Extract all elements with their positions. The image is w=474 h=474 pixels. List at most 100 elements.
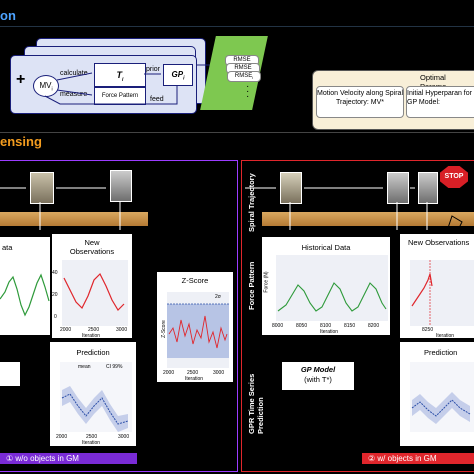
zscore-tick-0: 2000 — [163, 370, 175, 376]
left-new-obs-panel: New Observations 40 20 0 2000 2500 3000 … — [52, 234, 132, 339]
motion-velocity-box: Motion Velocity along Spiral Trajectory:… — [316, 86, 404, 118]
left-historical-plot — [0, 273, 50, 317]
left-historical-panel: ata — [0, 237, 50, 335]
section-header-sensing: ensing — [0, 134, 42, 149]
left-new-obs-tick-0: 2000 — [60, 327, 72, 333]
right-prediction-mean — [411, 399, 471, 417]
rmse-text-1: RMSE — [233, 57, 251, 63]
robot-gripper-right-3 — [418, 172, 438, 204]
zscore-line — [168, 315, 228, 349]
scenario-badge-left: ① w/o objects in GM — [0, 453, 137, 464]
left-prediction-plot — [60, 362, 132, 432]
feed-label: feed — [150, 96, 164, 103]
left-input-box — [0, 362, 20, 386]
section-divider — [0, 132, 474, 133]
left-legend-mean: mean — [78, 364, 91, 370]
right-prediction-ci — [412, 392, 470, 424]
left-pred-tick-0: 2000 — [56, 434, 68, 440]
ti-label: T — [116, 70, 123, 80]
ti-subscript: i — [122, 76, 124, 83]
rmse-subscript: i — [252, 75, 254, 81]
wood-plate-right — [262, 212, 474, 226]
gp-label: GP — [171, 70, 184, 79]
header-divider — [0, 26, 474, 27]
zscore-plot — [167, 292, 229, 368]
zscore-tick-4: 3000 — [213, 370, 225, 376]
zscore-tick-2: 2500 — [187, 370, 199, 376]
right-prediction-title: Prediction — [424, 348, 458, 357]
left-prediction-mean — [61, 393, 129, 425]
right-hist-xlabel: Iteration — [320, 329, 339, 335]
gp-model-box: GP Model (with T*) — [282, 362, 354, 390]
gp-box: GPi — [163, 64, 193, 86]
gp-subscript: i — [183, 75, 185, 82]
mv-label: MV — [39, 81, 52, 90]
right-new-obs-panel: New Observations 8250 Iteration — [400, 234, 474, 339]
stop-sign-icon: STOP — [440, 166, 468, 188]
right-hist-tick-4: 8200 — [368, 323, 380, 329]
wood-plate-left — [0, 212, 148, 226]
arrow-measure — [56, 89, 93, 96]
right-new-obs-plot — [410, 260, 474, 326]
calculate-label: calculate — [60, 70, 88, 77]
left-historical-title: ata — [2, 243, 13, 252]
gp-model-line2: (with T*) — [304, 375, 332, 384]
right-new-obs-title: New Observations — [408, 238, 470, 247]
left-scenario-border — [0, 160, 238, 472]
label-force-pattern: Force Pattern — [247, 261, 256, 310]
right-hist-tick-3: 8150 — [344, 323, 356, 329]
left-legend-ci: CI 99% — [106, 364, 123, 370]
right-hist-tick-0: 8000 — [272, 323, 284, 329]
left-pred-tick-4: 3000 — [118, 434, 130, 440]
right-scenario-border — [241, 160, 474, 472]
right-new-obs-line — [411, 273, 433, 307]
left-new-obs-line — [63, 272, 125, 311]
section-header-top: on — [0, 8, 16, 23]
top-arrows — [44, 64, 210, 105]
zscore-title: Z-Score — [181, 276, 209, 285]
robot-gripper-left-1 — [30, 172, 54, 204]
rmse-dots: ··· — [246, 81, 250, 102]
right-new-obs-xlabel: Iteration — [436, 333, 455, 339]
zscore-panel: Z-Score 2σ Z-Score 2000 2500 3000 Iterat… — [157, 272, 233, 382]
left-new-obs-plot — [62, 260, 128, 326]
robot-gripper-right-2 — [387, 172, 409, 204]
right-historical-panel: Historical Data Force (N) 8000 8050 8100… — [262, 237, 390, 335]
left-new-obs-xlabel: Iteration — [82, 333, 101, 339]
rmse-text-3: RMSE — [234, 73, 253, 79]
right-hist-tick-2: 8100 — [320, 323, 332, 329]
label-gpr-prediction: GPR Time Series Prediction — [247, 373, 265, 434]
prior-label: prior — [146, 66, 161, 73]
left-prediction-title: Prediction — [76, 348, 110, 357]
rmse-pill-3: RMSEi — [227, 71, 261, 82]
right-prediction-panel: Prediction — [400, 342, 474, 446]
left-new-obs-tick-2: 3000 — [116, 327, 128, 333]
robot-gripper-right-1 — [280, 172, 302, 204]
robot-gripper-left-2 — [110, 170, 132, 202]
measure-label: measure — [60, 91, 88, 98]
right-historical-plot — [276, 255, 388, 321]
zscore-threshold-label: 2σ — [215, 294, 221, 300]
left-historical-line — [0, 273, 50, 317]
scenario-badge-right: ② w/ objects in GM — [362, 453, 474, 464]
left-new-obs-title: New Observations — [69, 238, 115, 256]
plus-icon: + — [16, 71, 26, 88]
left-new-obs-ytick-2: 0 — [54, 314, 57, 320]
left-prediction-panel: Prediction mean CI 99% 2000 2500 3000 It… — [50, 342, 136, 446]
zscore-xlabel: Iteration — [185, 376, 204, 382]
label-spiral-trajectory: Spiral Trajectory — [247, 173, 256, 232]
ti-box: Ti — [94, 63, 146, 87]
zscore-ylabel: Z-Score — [160, 320, 167, 338]
right-historical-line — [277, 282, 387, 312]
right-hist-tick-1: 8050 — [296, 323, 308, 329]
right-prediction-plot — [410, 362, 474, 432]
mv-subscript: i — [51, 86, 53, 93]
left-pred-xlabel: Iteration — [82, 440, 101, 446]
right-new-obs-tick-0: 8250 — [422, 327, 434, 333]
rmse-text-2: RMSE — [234, 65, 252, 71]
gp-model-line1: GP Model — [300, 365, 336, 374]
right-historical-title: Historical Data — [301, 243, 351, 252]
arrow-calculate — [56, 72, 93, 81]
trajectory-arrows — [0, 187, 463, 230]
right-hist-ylabel: Force (N) — [263, 271, 270, 293]
